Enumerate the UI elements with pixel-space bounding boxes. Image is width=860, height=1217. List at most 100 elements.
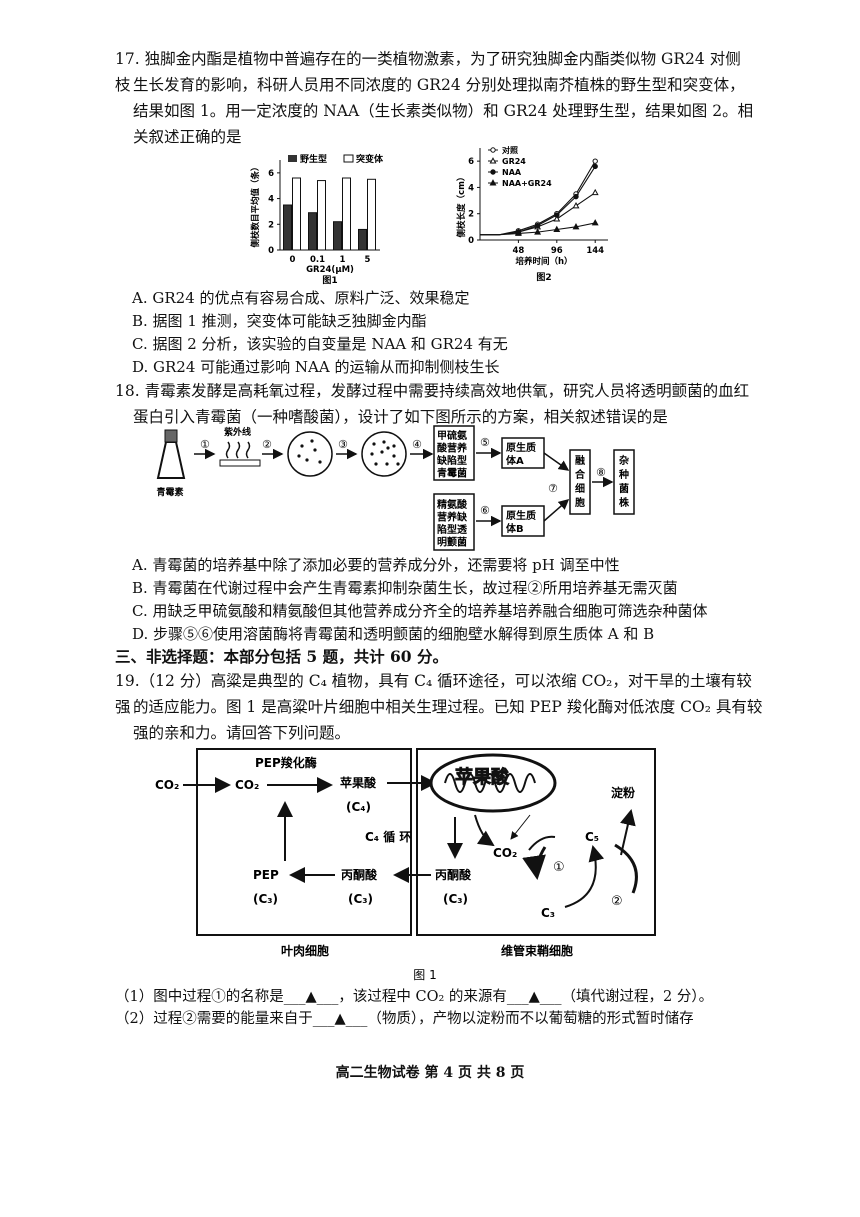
- fig1-legend-mutant: 突变体: [356, 153, 384, 165]
- fig2-point: [489, 179, 497, 186]
- flow-box-text: 体A: [506, 454, 524, 467]
- fig2-point: [514, 229, 522, 236]
- fig2-point: [573, 193, 579, 200]
- fig1-bar: [333, 221, 342, 251]
- fig1-xtick-label: 5: [365, 255, 371, 265]
- fig2-caption: 图2: [536, 272, 551, 283]
- fig2-point: [489, 157, 497, 164]
- diag-pyruvate-bundle: 丙酮酸: [435, 867, 472, 882]
- diag-co2-outside: CO₂: [155, 778, 179, 792]
- q17-line4: 关叙述正确的是: [133, 128, 242, 146]
- diag-c5: C₅: [585, 830, 599, 844]
- diag-process-1: ①: [553, 860, 565, 875]
- fig2-point: [592, 158, 598, 164]
- flow-box-text: 精氨酸: [437, 498, 468, 511]
- fig2-point: [553, 225, 561, 232]
- c4-pathway-diagram: CO₂ CO₂ PEP羧化酶 苹果酸 (C₄) C₄ 循 环 苹果酸 CO₂ ①…: [155, 748, 656, 982]
- mitochondrion-icon: [429, 753, 557, 813]
- q17-line1: 17. 独脚金内酯是植物中普遍存在的一类植物激素，为了研究独脚金内酯类似物 GR…: [115, 50, 741, 94]
- diag-pep: PEP: [253, 868, 279, 882]
- fig2-point: [534, 222, 541, 229]
- fig1-ytick-label: 2: [268, 220, 274, 230]
- fig2-legend-label: NAA+GR24: [502, 179, 552, 188]
- fig1-ylabel: 侧枝数目平均值（条）: [250, 162, 261, 248]
- flow-box-text: 合: [574, 468, 586, 481]
- diag-pyruvate: 丙酮酸: [341, 867, 378, 882]
- flow-box-text: 甲硫氨: [437, 429, 467, 442]
- fig2-xlabel: 培养时间（h）: [515, 256, 572, 267]
- fig1-ytick-label: 6: [268, 169, 274, 179]
- diag-pep-enzyme: PEP羧化酶: [255, 755, 317, 770]
- flow-step-2: ②: [262, 438, 272, 451]
- q17-option-c: C. 据图 2 分析，该实验的自变量是 NAA 和 GR24 有无: [132, 335, 508, 353]
- flow-box-text: 原生质: [506, 509, 536, 522]
- box-protoplast-b: [501, 505, 545, 537]
- diag-process-2: ②: [611, 894, 623, 909]
- fig2-legend-label: NAA: [502, 168, 522, 177]
- flow-step-3: ③: [338, 438, 348, 451]
- q18-option-c: C. 用缺乏甲硫氨酸和精氨酸但其他营养成分齐全的培养基培养融合细胞可筛选杂种菌体: [132, 602, 708, 620]
- q17-line3: 结果如图 1。用一定浓度的 NAA（生长素类似物）和 GR24 处理野生型，结果…: [133, 102, 754, 120]
- fig2-point: [490, 169, 496, 175]
- fig2-xtick-label: 144: [586, 246, 604, 256]
- diag-co2-bundle: CO₂: [493, 846, 517, 860]
- fig1-bar: [367, 178, 376, 251]
- fig1-caption: 图1: [322, 275, 337, 285]
- diag-c3-meso: (C₃): [348, 892, 373, 906]
- diag-mesophyll-label: 叶肉细胞: [281, 943, 329, 958]
- fig2-point: [591, 188, 599, 196]
- mesophyll-cell-box: [196, 748, 412, 936]
- q19-line2: 的适应能力。图 1 是高粱叶片细胞中相关生理过程。已知 PEP 羧化酶对低浓度 …: [133, 698, 763, 716]
- fig2-xtick-label: 96: [551, 246, 563, 256]
- flow-step-7: ⑦: [548, 482, 558, 495]
- q18-line2: 蛋白引入青霉菌（一种嗜酸菌），设计了如下图所示的方案，相关叙述错误的是: [133, 408, 668, 426]
- fig1-xtick-label: 1: [340, 255, 346, 265]
- q19-line3: 强的亲和力。请回答下列问题。: [133, 724, 351, 742]
- fig1-legend-wild: 野生型: [300, 153, 327, 165]
- flow-box-text: 杂: [619, 454, 629, 467]
- flow-qingmeisu: 青霉素: [156, 486, 183, 498]
- diag-co2-inside: CO₂: [235, 778, 259, 792]
- diag-c3-bundle: (C₃): [443, 892, 468, 906]
- fig2-point: [572, 201, 580, 209]
- section-3-heading: 三、非选择题：本部分包括 5 题，共计 60 分。: [115, 647, 448, 666]
- flow-box-text: 胞: [574, 496, 585, 509]
- q18-option-d: D. 步骤⑤⑥使用溶菌酶将青霉菌和透明颤菌的细胞壁水解得到原生质体 A 和 B: [132, 625, 655, 643]
- fig2-xtick-label: 48: [512, 246, 524, 256]
- fig1-ytick-label: 4: [268, 195, 274, 205]
- uv-light-icon: [225, 441, 251, 459]
- q17-line2: 生长发育的影响，科研人员用不同浓度的 GR24 分别处理拟南芥植株的野生型和突变…: [133, 76, 745, 94]
- flow-box-text: 株: [619, 496, 630, 509]
- diag-c4-cycle: C₄ 循 环: [365, 829, 411, 844]
- diag-c3: C₃: [541, 906, 555, 920]
- diag-mito-malate: 苹果酸: [455, 766, 510, 788]
- box-fusion-cell: [569, 449, 591, 515]
- box-hybrid-strain: [613, 449, 635, 515]
- fig1-bar: [308, 212, 317, 251]
- flow-box-text: 体B: [506, 522, 524, 535]
- diag-c3-pep: (C₃): [253, 892, 278, 906]
- fig1-ytick-label: 0: [268, 246, 274, 256]
- uv-dish: [219, 459, 261, 467]
- fig1-legend-wild-swatch: [288, 155, 297, 162]
- q19-part1: （1）图中过程①的名称是___▲___，该过程中 CO₂ 的来源有___▲___…: [115, 989, 714, 1005]
- q18-option-b: B. 青霉菌在代谢过程中会产生青霉素抑制杂菌生长，故过程②所用培养基无需灭菌: [132, 579, 678, 597]
- fig2-ytick-label: 4: [468, 183, 474, 193]
- diag-c4: (C₄): [346, 800, 371, 814]
- flow-step-4: ④: [412, 438, 422, 451]
- fig1-xtick-label: 0: [290, 255, 296, 265]
- fig1-bar: [283, 204, 292, 251]
- fig2-ytick-label: 6: [468, 157, 474, 167]
- fig2-point: [591, 219, 599, 226]
- bundle-sheath-cell-box: [416, 748, 656, 936]
- flow-box-text: 青霉菌: [437, 467, 467, 480]
- culture-plate-2: [361, 431, 407, 477]
- fig2-ylabel: 侧枝长度（cm）: [456, 173, 467, 239]
- fig2-point: [490, 147, 496, 153]
- flow-box-text: 融: [575, 454, 585, 467]
- fig2-point: [554, 212, 560, 218]
- fig1-bar: [317, 180, 326, 251]
- flow-box-text: 原生质: [506, 441, 536, 454]
